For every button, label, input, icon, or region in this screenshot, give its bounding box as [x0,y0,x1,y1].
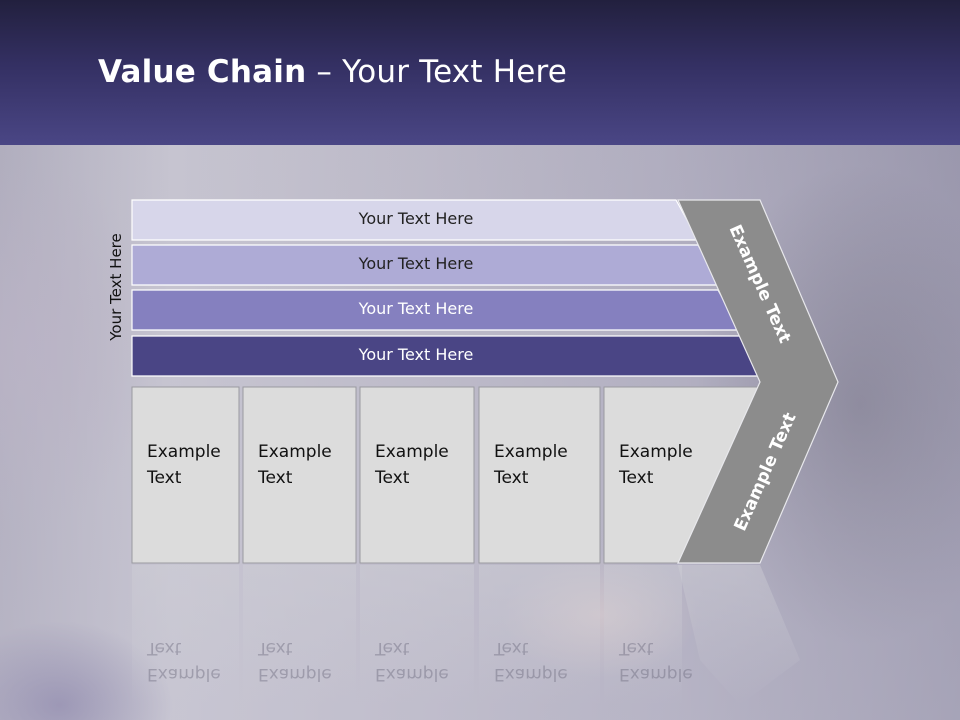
reflection-line1: Example [494,664,568,684]
reflection-line1: Example [258,664,332,684]
reflection-line1: Example [375,664,449,684]
reflection-line2: Text [147,638,182,658]
bars-layer [131,199,764,377]
activity-box [359,386,475,564]
chevron-layer [677,199,839,564]
title-banner [0,0,960,145]
box-reflection [479,565,600,705]
title-rest: – Your Text Here [306,54,568,90]
process-bar [131,289,742,331]
box-reflection [360,565,474,705]
reflection-line2: Text [258,638,293,658]
activity-box [242,386,357,564]
process-bar [131,335,764,377]
reflection-line2: Text [619,638,654,658]
margin-chevron [677,199,839,564]
activity-box [478,386,601,564]
reflection-line2: Text [494,638,529,658]
title-bold: Value Chain [98,54,307,90]
reflection-line1: Example [619,664,693,684]
chevron-reflection [678,565,800,705]
activity-box [131,386,240,564]
process-bar [131,199,700,241]
slide-title: Value Chain – Your Text Here [98,54,567,90]
box-reflection [243,565,356,705]
process-bar [131,244,722,286]
reflections [132,565,800,705]
reflection-line2: Text [375,638,410,658]
boxes-layer [131,386,763,564]
box-reflection [132,565,239,705]
box-reflection [604,565,682,705]
reflection-line1: Example [147,664,221,684]
